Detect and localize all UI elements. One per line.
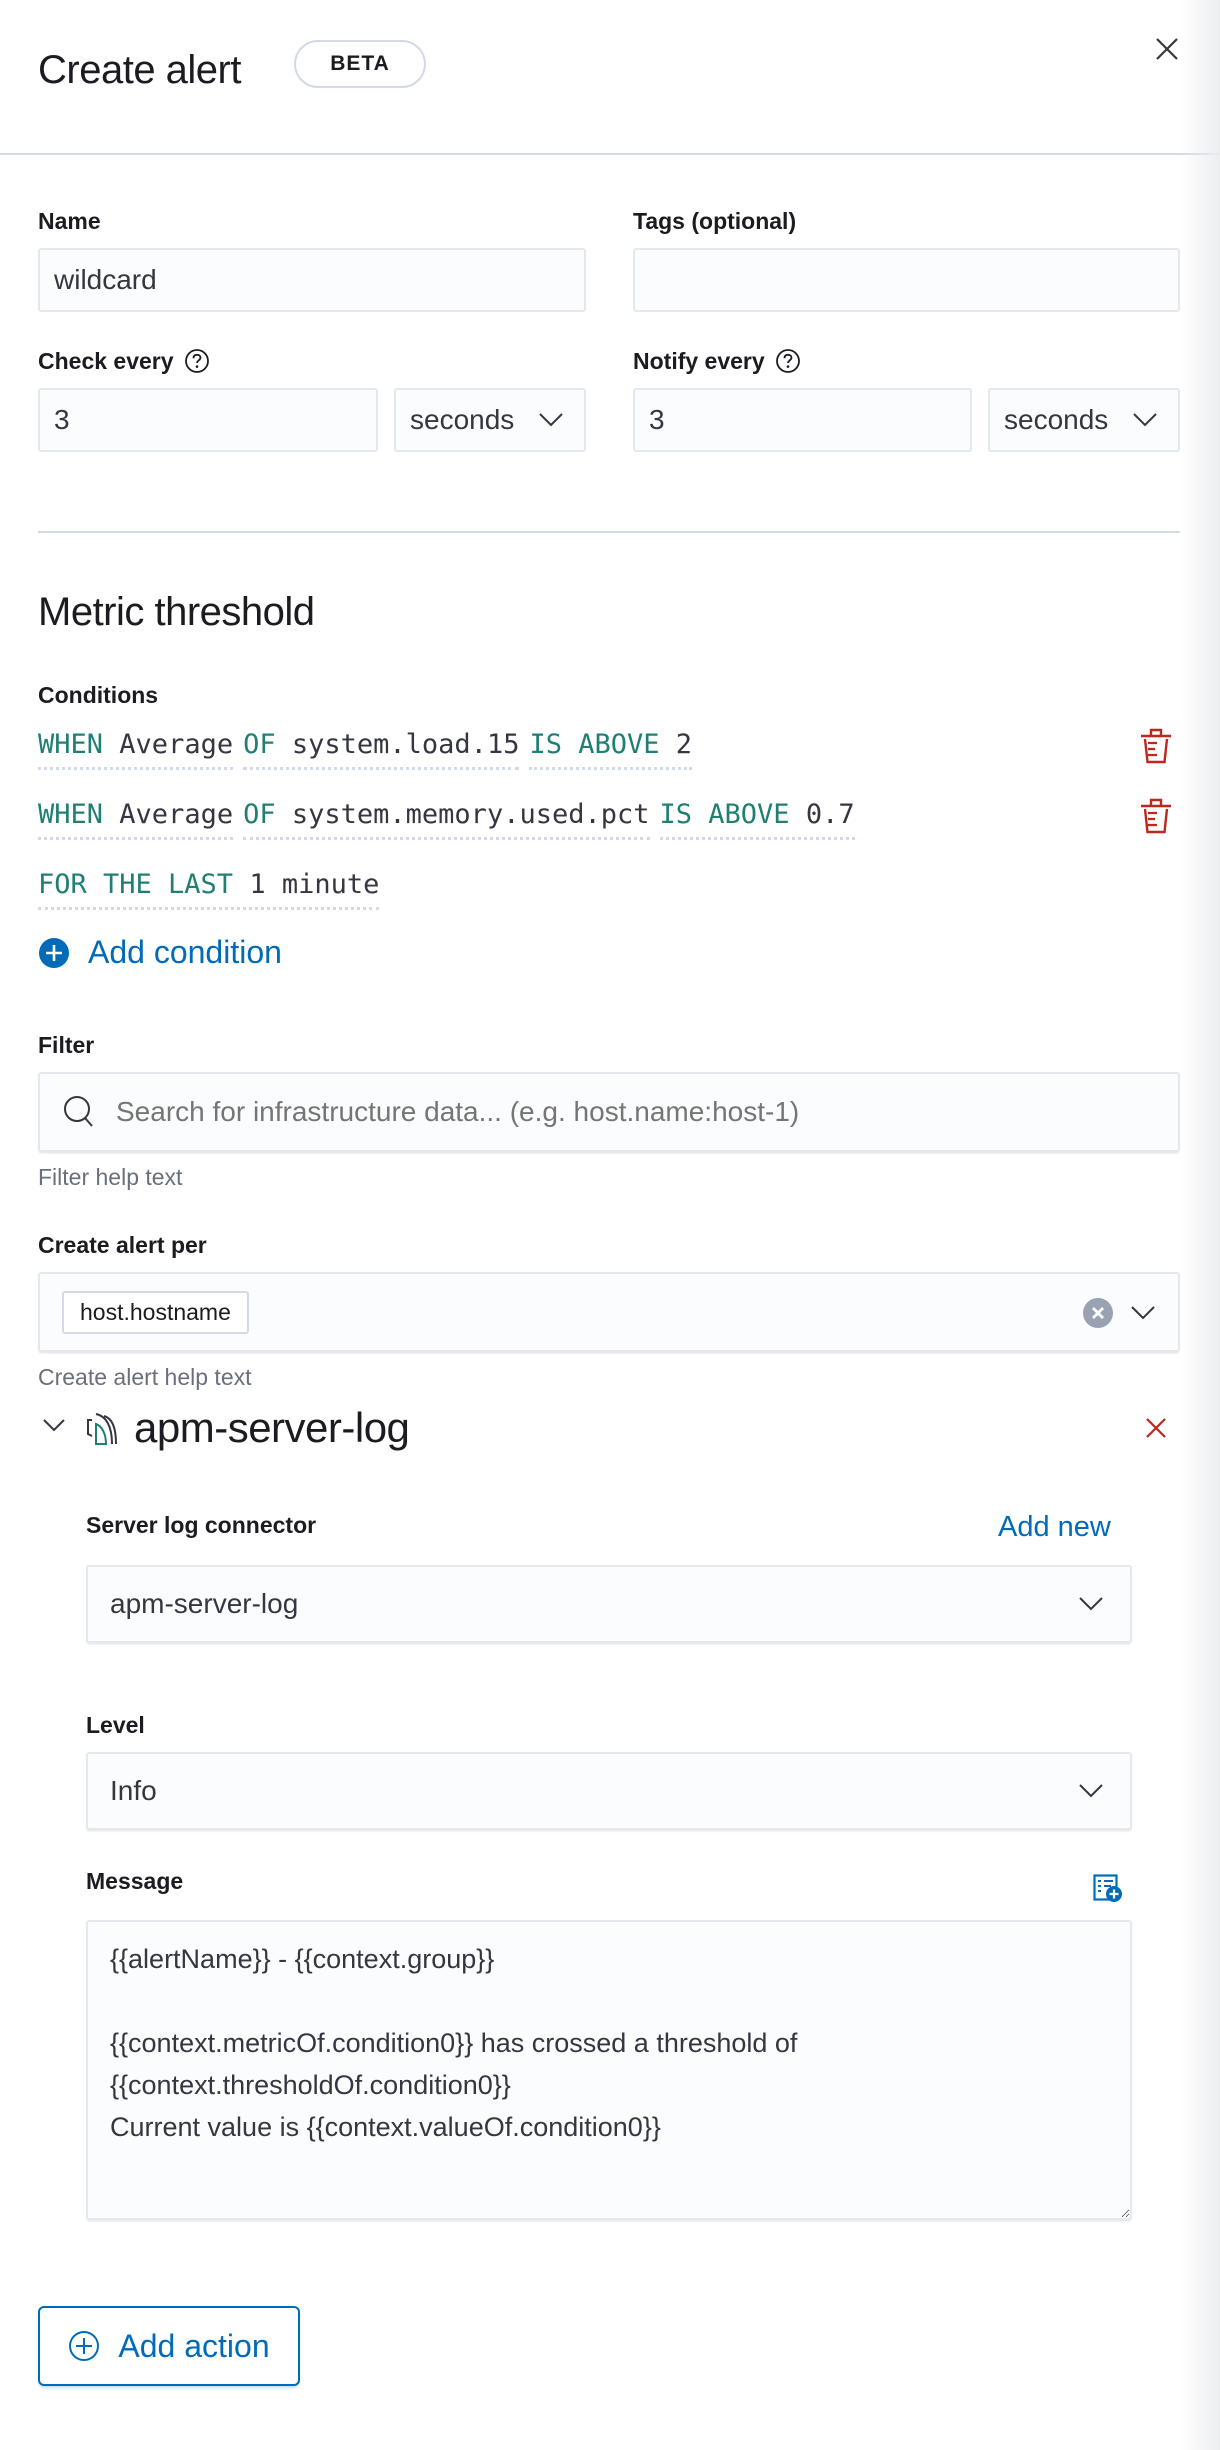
filter-search-field[interactable] (38, 1072, 1180, 1152)
question-circle-icon[interactable] (184, 348, 210, 374)
action-title: apm-server-log (134, 1404, 410, 1451)
message-textarea[interactable]: {{alertName}} - {{context.group}} {{cont… (86, 1920, 1132, 2220)
notify-every-unit-value: seconds (1004, 404, 1109, 435)
flyout-title: Create alert (38, 48, 241, 92)
conditions-label: Conditions (38, 682, 159, 708)
notify-every-value-input[interactable] (633, 388, 972, 452)
for-the-last-keyword: FOR THE LAST (38, 869, 234, 900)
group-by-combo-box[interactable]: host.hostname (38, 1272, 1180, 1352)
add-new-connector-link[interactable]: Add new (998, 1511, 1111, 1543)
time-window-value: 1 minute (249, 869, 380, 900)
threshold-expression[interactable]: IS ABOVE 2 (529, 725, 693, 770)
chevron-down-icon (539, 413, 563, 427)
close-button[interactable] (1152, 34, 1182, 64)
name-input[interactable] (38, 248, 586, 312)
metric-expression[interactable]: OF system.load.15 (243, 725, 520, 770)
notify-every-label-group: Notify every (633, 347, 801, 375)
add-condition-button[interactable]: Add condition (38, 934, 282, 971)
connector-select-value: apm-server-log (110, 1588, 299, 1619)
delete-action-icon[interactable] (1144, 1416, 1168, 1440)
chevron-down-icon[interactable] (1130, 1305, 1156, 1321)
threshold-value: 2 (675, 729, 693, 760)
add-variable-icon[interactable] (1093, 1874, 1123, 1902)
check-every-label-group: Check every (38, 347, 210, 375)
metric-value: system.load.15 (291, 729, 520, 760)
section-divider (38, 531, 1180, 533)
metric-expression[interactable]: OF system.memory.used.pct (243, 795, 650, 840)
connector-select[interactable]: apm-server-log (86, 1565, 1132, 1643)
time-window-row: FOR THE LAST 1 minute (38, 865, 389, 913)
chevron-down-icon (1133, 413, 1157, 427)
aggregation-value: Average (119, 729, 234, 760)
close-icon (1156, 38, 1178, 60)
level-label: Level (86, 1712, 145, 1738)
filter-input[interactable] (116, 1096, 1178, 1128)
level-select[interactable]: Info (86, 1752, 1132, 1830)
add-action-button[interactable]: Add action (38, 2306, 300, 2386)
connector-label: Server log connector (86, 1512, 317, 1538)
level-select-value: Info (110, 1775, 157, 1806)
chevron-down-icon[interactable] (42, 1418, 66, 1434)
of-keyword: OF (243, 729, 276, 760)
threshold-expression[interactable]: IS ABOVE 0.7 (659, 795, 855, 840)
search-icon (64, 1096, 93, 1127)
clear-icon[interactable] (1082, 1297, 1114, 1329)
group-by-pill[interactable]: host.hostname (62, 1290, 249, 1334)
notify-every-unit-select[interactable]: seconds (988, 388, 1180, 452)
check-every-unit-value: seconds (410, 404, 515, 435)
question-circle-icon[interactable] (775, 348, 801, 374)
notify-every-label: Notify every (633, 348, 765, 374)
check-every-label: Check every (38, 348, 174, 374)
trash-icon[interactable] (1139, 797, 1173, 835)
flyout-edge-shadow (1180, 0, 1220, 2450)
metric-threshold-title: Metric threshold (38, 590, 315, 634)
plus-circle-icon (69, 2331, 100, 2361)
threshold-value: 0.7 (805, 799, 855, 830)
tags-label: Tags (optional) (633, 208, 797, 234)
message-label: Message (86, 1868, 184, 1894)
trash-icon[interactable] (1139, 727, 1173, 765)
chevron-down-icon (1079, 1784, 1103, 1798)
aggregation-value: Average (119, 799, 234, 830)
create-alert-help-text: Create alert help text (38, 1364, 252, 1390)
chevron-down-icon (1079, 1597, 1103, 1611)
when-keyword: WHEN (38, 799, 104, 830)
check-every-value-input[interactable] (38, 388, 378, 452)
tags-input[interactable] (633, 248, 1180, 312)
name-label: Name (38, 208, 101, 234)
filter-help-text: Filter help text (38, 1164, 183, 1190)
when-keyword: WHEN (38, 729, 104, 760)
of-keyword: OF (243, 799, 276, 830)
comparator-keyword: IS ABOVE (659, 799, 790, 830)
aggregation-expression[interactable]: WHEN Average (38, 795, 234, 840)
filter-label: Filter (38, 1032, 95, 1058)
beta-badge: BETA (294, 40, 426, 88)
check-every-unit-select[interactable]: seconds (394, 388, 586, 452)
create-alert-per-label: Create alert per (38, 1232, 207, 1258)
aggregation-expression[interactable]: WHEN Average (38, 725, 234, 770)
add-action-label: Add action (118, 2327, 270, 2364)
comparator-keyword: IS ABOVE (529, 729, 660, 760)
metric-value: system.memory.used.pct (291, 799, 650, 830)
time-window-expression[interactable]: FOR THE LAST 1 minute (38, 865, 380, 910)
add-condition-label: Add condition (88, 934, 282, 970)
server-log-icon (87, 1413, 117, 1445)
plus-circle-filled-icon (39, 937, 69, 968)
header-divider (0, 153, 1220, 155)
